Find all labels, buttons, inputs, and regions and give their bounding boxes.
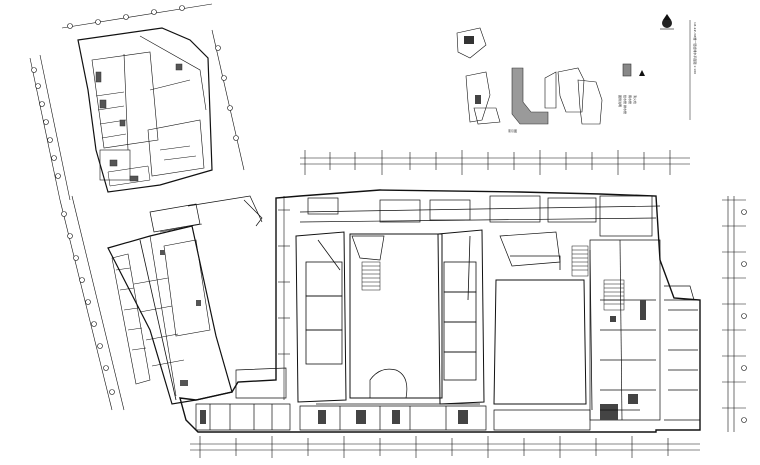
upper-left-building-hatch xyxy=(95,63,183,182)
bottom-rooms xyxy=(195,367,591,431)
bottom-dimension-line xyxy=(190,436,700,458)
room-column-1 xyxy=(295,231,347,403)
key-plan-label: 索引图 xyxy=(508,128,517,133)
key-plan-block-3 xyxy=(473,107,501,125)
key-plan-highlight-block xyxy=(511,67,549,125)
key-plan xyxy=(456,27,645,125)
key-plan-marker xyxy=(622,63,632,77)
key-plan-block-5 xyxy=(557,67,585,113)
plumbing-lines xyxy=(139,235,640,411)
main-building xyxy=(179,189,701,433)
drawing-title: 1#-2#-3#楼一层给排水平面图 1:100 xyxy=(693,22,698,74)
key-plan-block-4 xyxy=(544,71,557,109)
room-column-2 xyxy=(437,229,485,405)
diagonal-wing xyxy=(107,223,233,405)
legend-notes: 图例说明 给水管 排水管 雨水管 消火栓 1#-2#-3#楼一层给排水平面图 1… xyxy=(618,20,698,120)
diagonal-wing-hatch xyxy=(160,250,201,386)
upper-left-building xyxy=(77,27,213,193)
legend-note-2: 给水管 排水管 xyxy=(623,95,628,114)
left-main-dimension xyxy=(278,196,290,400)
open-hall xyxy=(493,279,587,405)
key-plan-block-2 xyxy=(465,71,491,123)
slanted-grid-axis-lower xyxy=(59,195,125,411)
legend-note-4: 消火栓 xyxy=(633,95,638,104)
right-dimension-line xyxy=(722,196,747,432)
key-plan-block-1 xyxy=(456,27,487,59)
bottom-rooms-hatch xyxy=(200,300,646,424)
top-corridor xyxy=(299,195,661,267)
north-arrow-icon xyxy=(660,14,674,30)
key-plan-block-6 xyxy=(577,79,603,125)
courtyard-left xyxy=(349,233,443,399)
connecting-bridge xyxy=(149,195,263,233)
slanted-grid-axis-upper xyxy=(29,3,245,201)
legend-note-3: 雨水管 xyxy=(628,95,633,104)
top-dimension-line xyxy=(300,150,690,175)
stair-cores xyxy=(361,245,625,311)
right-service-area xyxy=(589,239,701,421)
legend-note-1: 图例说明 xyxy=(618,95,623,107)
